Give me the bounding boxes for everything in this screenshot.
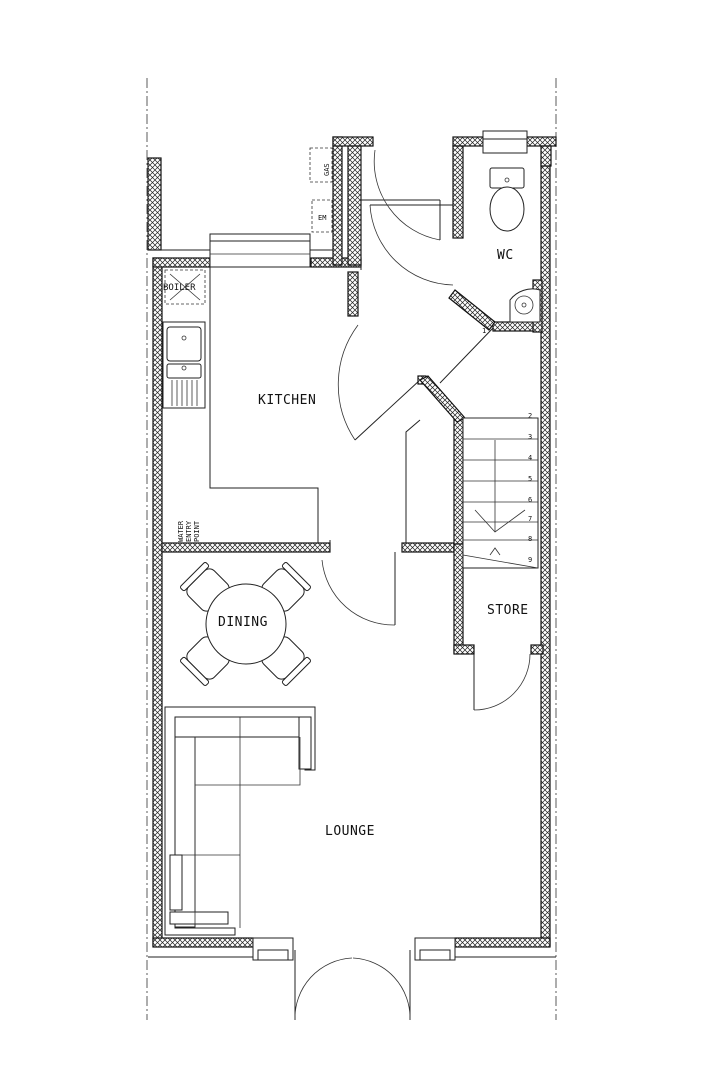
dining-table-set [180,562,311,686]
step-3: 3 [528,433,532,441]
water-label-1: WATER [177,520,185,542]
step-1: 1 [482,327,486,335]
kitchen-sink [162,321,206,409]
room-label-wc: WC [497,248,514,263]
kitchen-window [209,233,311,268]
gas-label: GAS [323,163,331,176]
room-label-lounge: LOUNGE [325,824,375,839]
entrance-door [360,149,441,270]
water-label-3: POINT [193,520,201,542]
em-label: EM [318,214,326,222]
wc-window [482,130,528,154]
toilet [489,167,525,232]
lounge-french-doors [294,950,411,1021]
step-4: 4 [528,454,532,462]
corner-sofa [164,706,316,936]
store-door [473,653,531,711]
stair-top-walls [419,289,496,423]
electric-meter: EM [311,199,333,233]
wc-door [369,204,454,286]
lounge-window-right [414,937,456,961]
dining-door [321,540,396,626]
lounge-window-left [252,937,294,961]
step-7: 7 [528,515,532,523]
step-2: 2 [528,412,532,420]
boiler-label: BOILER [163,283,196,293]
water-entry-point: WATER ENTRY POINT [177,520,201,542]
kitchen-door [337,324,427,441]
water-label-2: ENTRY [185,520,193,542]
staircase: 1 2 3 4 5 6 7 8 9 [462,327,539,569]
kitchen-worktop [209,267,421,543]
gas-meter: GAS [309,147,333,183]
wc-basin [509,288,541,323]
room-label-store: STORE [487,603,529,618]
step-6: 6 [528,496,532,504]
step-9: 9 [528,556,532,564]
room-label-dining: DINING [218,615,268,630]
room-label-kitchen: KITCHEN [258,393,316,408]
step-8: 8 [528,535,532,543]
step-5: 5 [528,475,532,483]
boiler [164,269,206,305]
